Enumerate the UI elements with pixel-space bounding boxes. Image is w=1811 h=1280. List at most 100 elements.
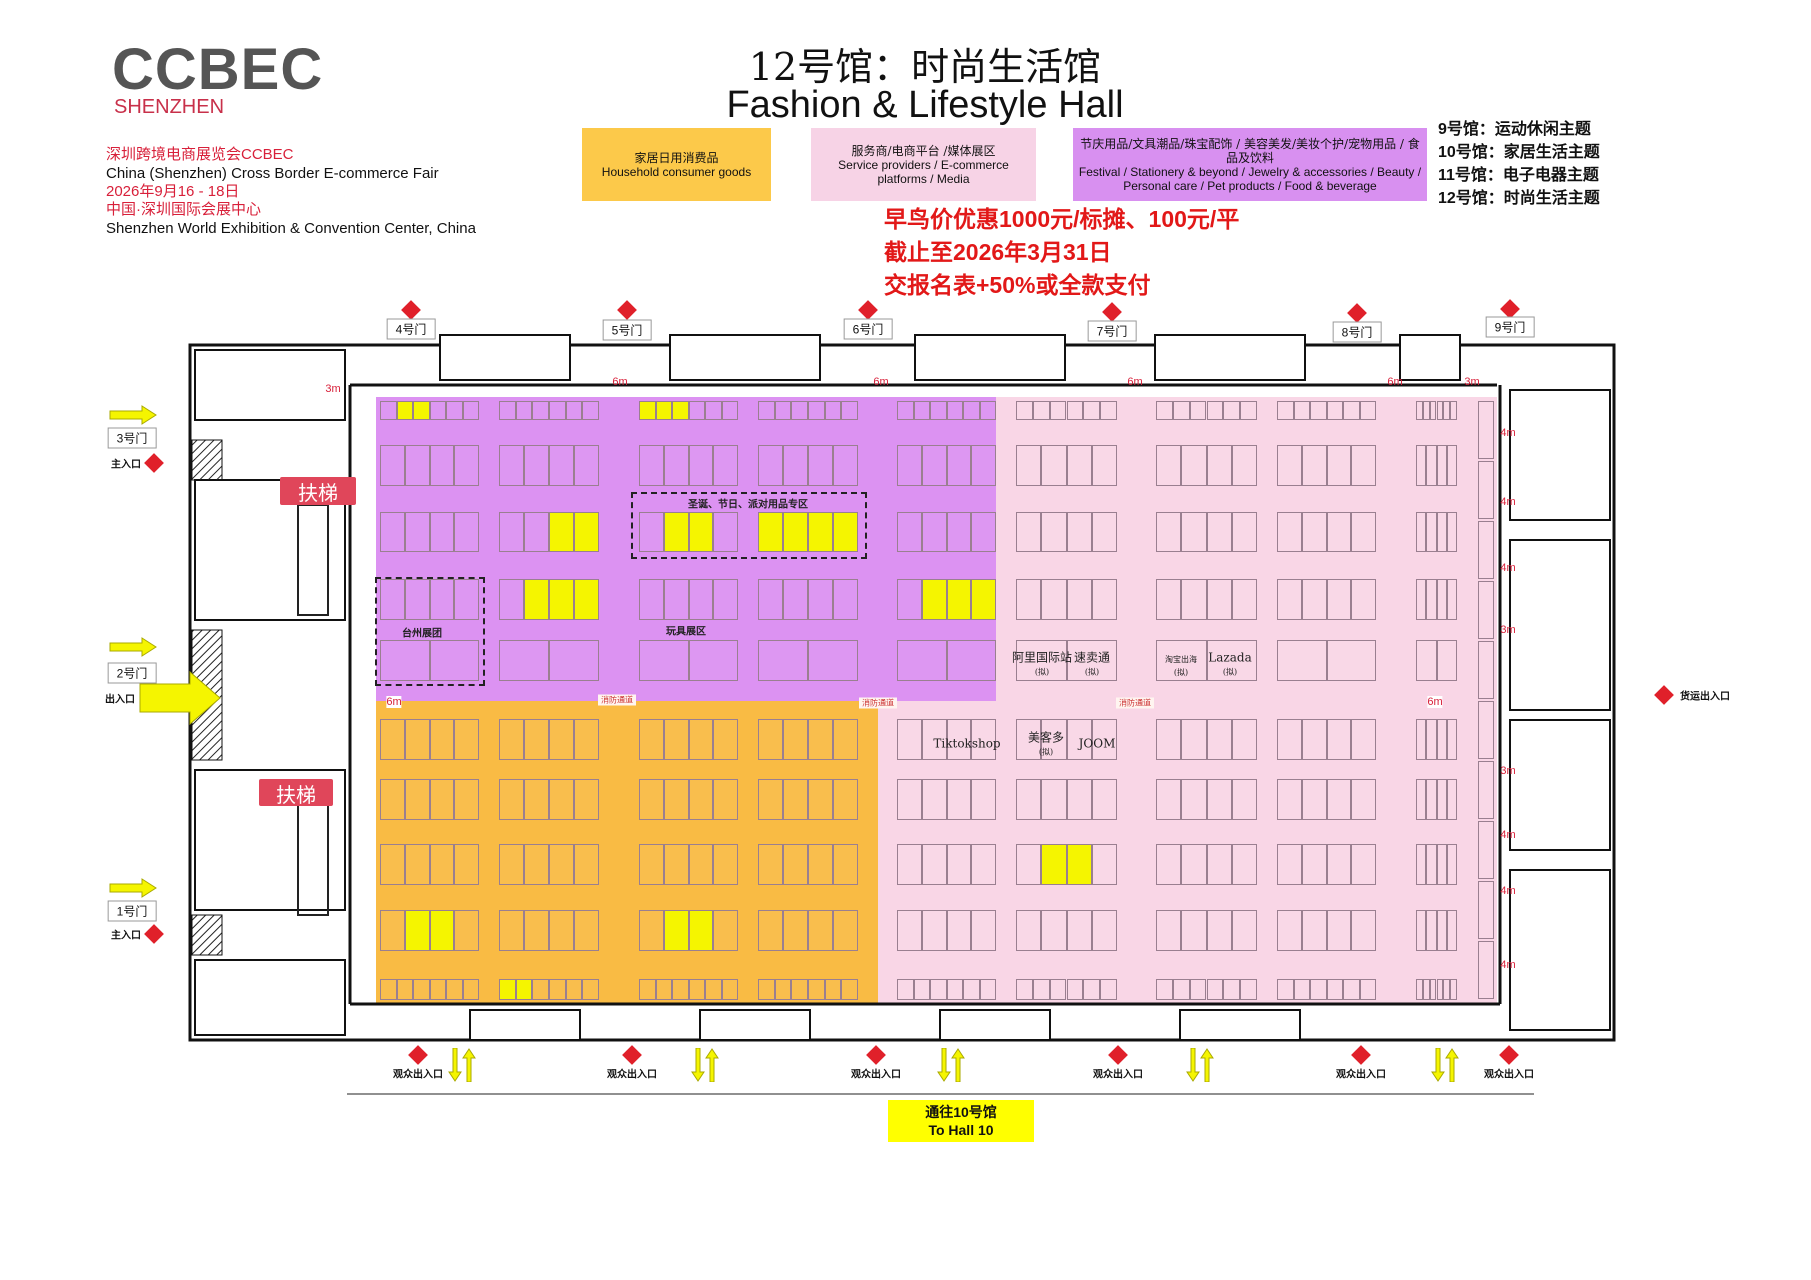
booth[interactable] bbox=[454, 445, 479, 486]
booth[interactable] bbox=[663, 719, 689, 760]
booth[interactable] bbox=[429, 401, 446, 420]
booth[interactable] bbox=[808, 979, 825, 1000]
booth[interactable] bbox=[1181, 445, 1207, 486]
booth[interactable] bbox=[1156, 579, 1182, 620]
booth[interactable] bbox=[833, 910, 858, 951]
booth[interactable] bbox=[1100, 401, 1117, 420]
booth[interactable] bbox=[1016, 640, 1067, 681]
booth[interactable] bbox=[1426, 844, 1437, 885]
booth[interactable] bbox=[1066, 401, 1084, 420]
booth[interactable] bbox=[429, 719, 455, 760]
booth[interactable] bbox=[1301, 844, 1327, 885]
booth[interactable] bbox=[1301, 910, 1327, 951]
booth[interactable] bbox=[1416, 401, 1423, 420]
booth[interactable] bbox=[946, 979, 963, 1000]
booth[interactable] bbox=[1091, 779, 1117, 820]
booth[interactable] bbox=[979, 401, 996, 420]
booth[interactable] bbox=[1156, 910, 1182, 951]
booth[interactable] bbox=[833, 512, 858, 552]
booth[interactable] bbox=[396, 979, 413, 1000]
booth[interactable] bbox=[549, 445, 574, 486]
booth[interactable] bbox=[532, 401, 549, 420]
booth[interactable] bbox=[1351, 910, 1376, 951]
booth[interactable] bbox=[574, 910, 599, 951]
booth[interactable] bbox=[1181, 910, 1207, 951]
booth[interactable] bbox=[549, 779, 574, 820]
booth[interactable] bbox=[921, 719, 947, 760]
booth[interactable] bbox=[1351, 719, 1376, 760]
booth[interactable] bbox=[1041, 579, 1067, 620]
booth[interactable] bbox=[1206, 579, 1232, 620]
booth[interactable] bbox=[1478, 521, 1494, 579]
booth[interactable] bbox=[913, 979, 930, 1000]
booth[interactable] bbox=[1016, 979, 1033, 1000]
booth[interactable] bbox=[688, 910, 714, 951]
booth[interactable] bbox=[1066, 979, 1084, 1000]
booth[interactable] bbox=[429, 445, 455, 486]
booth[interactable] bbox=[1416, 445, 1427, 486]
booth[interactable] bbox=[1301, 512, 1327, 552]
booth[interactable] bbox=[380, 579, 405, 620]
booth[interactable] bbox=[913, 401, 930, 420]
booth[interactable] bbox=[1181, 779, 1207, 820]
booth[interactable] bbox=[897, 579, 922, 620]
booth[interactable] bbox=[1016, 445, 1042, 486]
booth[interactable] bbox=[574, 445, 599, 486]
booth[interactable] bbox=[639, 979, 656, 1000]
booth[interactable] bbox=[1446, 445, 1457, 486]
booth[interactable] bbox=[1478, 881, 1494, 939]
gate-1[interactable]: 1号门 bbox=[107, 900, 157, 922]
booth[interactable] bbox=[404, 445, 430, 486]
booth[interactable] bbox=[1326, 640, 1376, 681]
booth[interactable] bbox=[1231, 445, 1257, 486]
booth[interactable] bbox=[1416, 779, 1427, 820]
booth[interactable] bbox=[1450, 401, 1457, 420]
booth[interactable] bbox=[1181, 844, 1207, 885]
booth[interactable] bbox=[946, 579, 972, 620]
gate-3[interactable]: 3号门 bbox=[107, 427, 157, 449]
booth[interactable] bbox=[688, 401, 705, 420]
booth[interactable] bbox=[663, 844, 689, 885]
booth[interactable] bbox=[499, 779, 524, 820]
booth[interactable] bbox=[499, 445, 524, 486]
booth[interactable] bbox=[705, 979, 722, 1000]
booth[interactable] bbox=[515, 979, 533, 1000]
booth[interactable] bbox=[1041, 445, 1067, 486]
booth[interactable] bbox=[1016, 512, 1042, 552]
booth[interactable] bbox=[1100, 979, 1117, 1000]
booth[interactable] bbox=[1091, 910, 1117, 951]
booth[interactable] bbox=[758, 401, 775, 420]
booth[interactable] bbox=[688, 640, 738, 681]
booth[interactable] bbox=[524, 512, 549, 552]
booth[interactable] bbox=[1156, 844, 1182, 885]
booth[interactable] bbox=[808, 719, 833, 760]
booth[interactable] bbox=[404, 779, 430, 820]
booth[interactable] bbox=[1310, 979, 1327, 1000]
booth[interactable] bbox=[1156, 979, 1173, 1000]
audience-entrance-label[interactable]: 观众出入口 bbox=[605, 1065, 659, 1081]
booth[interactable] bbox=[971, 779, 996, 820]
audience-entrance-label[interactable]: 观众出入口 bbox=[849, 1065, 903, 1081]
booth[interactable] bbox=[1478, 761, 1494, 819]
booth[interactable] bbox=[1478, 581, 1494, 639]
booth[interactable] bbox=[1326, 844, 1352, 885]
booth[interactable] bbox=[1310, 401, 1327, 420]
booth[interactable] bbox=[1189, 401, 1207, 420]
booth[interactable] bbox=[380, 445, 405, 486]
booth[interactable] bbox=[574, 844, 599, 885]
booth[interactable] bbox=[429, 779, 455, 820]
booth[interactable] bbox=[688, 719, 714, 760]
booth[interactable] bbox=[713, 579, 738, 620]
booth[interactable] bbox=[1206, 844, 1232, 885]
booth[interactable] bbox=[841, 979, 858, 1000]
booth[interactable] bbox=[1446, 844, 1457, 885]
booth[interactable] bbox=[946, 401, 963, 420]
booth[interactable] bbox=[639, 401, 656, 420]
booth[interactable] bbox=[1359, 979, 1376, 1000]
booth[interactable] bbox=[971, 719, 996, 760]
booth[interactable] bbox=[1066, 779, 1092, 820]
booth[interactable] bbox=[549, 910, 574, 951]
booth[interactable] bbox=[1181, 719, 1207, 760]
booth[interactable] bbox=[413, 979, 430, 1000]
booth[interactable] bbox=[1351, 512, 1376, 552]
